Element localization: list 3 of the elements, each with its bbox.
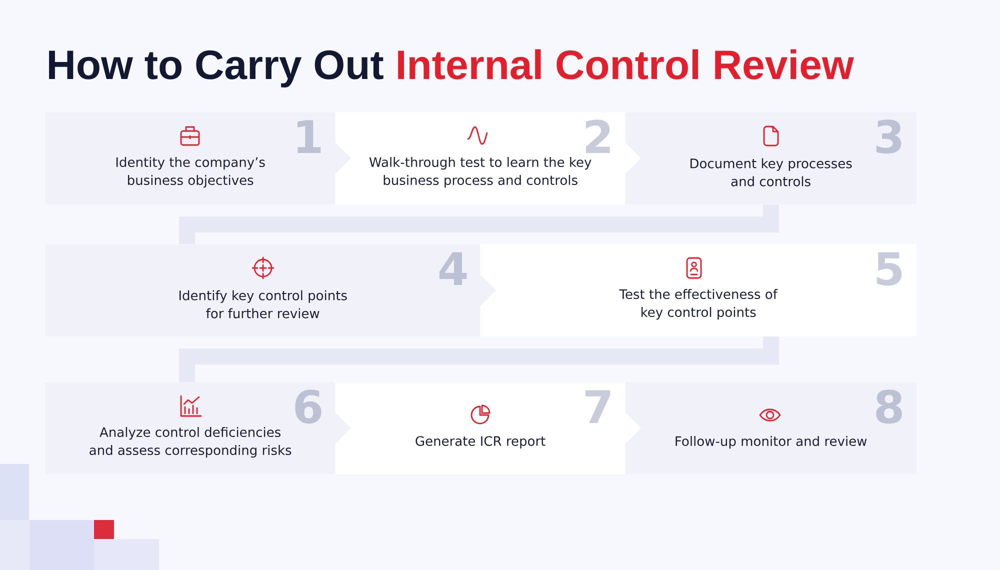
title: How to Carry Out Internal Control Review [49, 49, 854, 88]
connector-band [179, 204, 779, 244]
connector-band [179, 336, 779, 382]
